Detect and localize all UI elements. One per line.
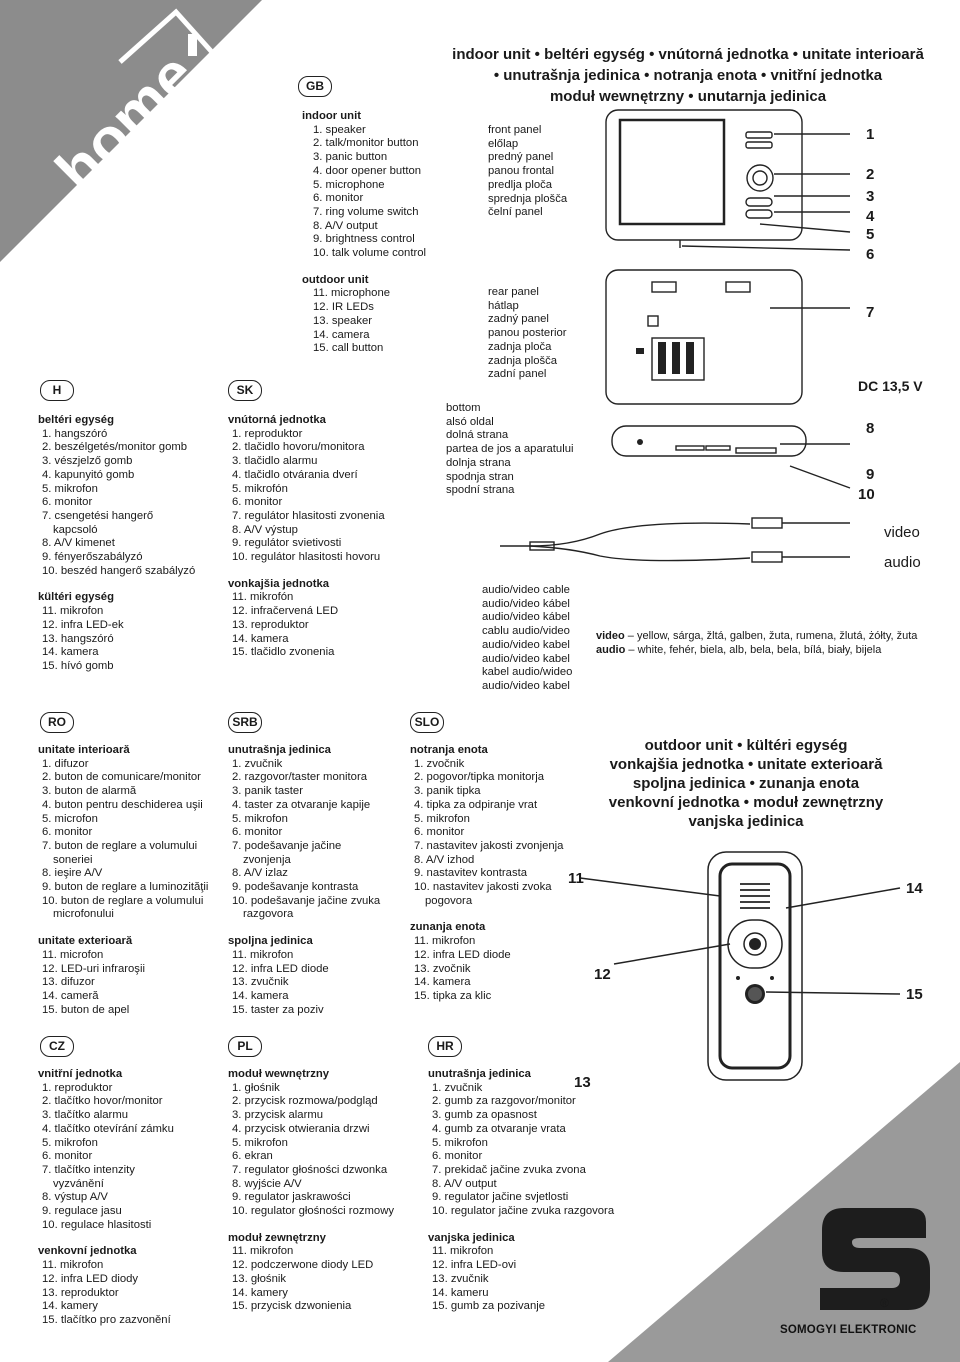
language-badge-h: H (40, 380, 74, 401)
callout-13: 13 (574, 1074, 591, 1091)
callout-14: 14 (906, 880, 923, 897)
language-badge-srb: SRB (228, 712, 262, 733)
language-badge-slo: SLO (410, 712, 444, 733)
indoor-unit-title: indoor unit • beltéri egység • vnútorná … (452, 46, 924, 105)
language-badge-ro: RO (40, 712, 74, 733)
somogyi-logo-corner (608, 1062, 960, 1362)
callout-12: 12 (594, 966, 611, 983)
callout-video: video (884, 524, 920, 541)
language-badge-hr: HR (428, 1036, 462, 1057)
outdoor-unit-diagram (580, 851, 901, 1081)
gb-outdoor-heading: outdoor unit (302, 273, 369, 286)
indoor-unit-diagram (500, 109, 851, 563)
callout-15: 15 (906, 986, 923, 1003)
callout-7: 7 (866, 304, 875, 321)
footer-company-name: SOMOGYI ELEKTRONIC (780, 1324, 917, 1336)
callout-3: 3 (866, 188, 875, 205)
callout-audio: audio (884, 554, 921, 571)
callout-10: 10 (858, 486, 875, 503)
house-roof-icon (118, 8, 230, 72)
callout-dc: DC 13,5 V (858, 378, 923, 394)
gb-indoor-heading: indoor unit (302, 110, 361, 122)
language-badge-sk: SK (228, 380, 262, 401)
registered-mark: ® (880, 1296, 889, 1310)
home-logo-corner: home by somogyi (0, 0, 262, 262)
callout-4: 4 (866, 208, 875, 225)
callout-5: 5 (866, 226, 875, 243)
callout-1: 1 (866, 126, 875, 143)
front-panel-drawing (605, 109, 803, 241)
language-badge-cz: CZ (40, 1036, 74, 1057)
callout-11: 11 (568, 870, 584, 887)
callout-2: 2 (866, 166, 875, 183)
language-badge-gb: GB (298, 76, 332, 97)
callout-9: 9 (866, 466, 875, 483)
callout-6: 6 (866, 246, 875, 263)
bottom-view-drawing (611, 425, 807, 457)
rear-panel-drawing (605, 269, 803, 405)
callout-8: 8 (866, 420, 875, 437)
wire-color-legend: video – yellow, sárga, žltá, galben, žut… (596, 630, 918, 656)
language-badge-pl: PL (228, 1036, 262, 1057)
